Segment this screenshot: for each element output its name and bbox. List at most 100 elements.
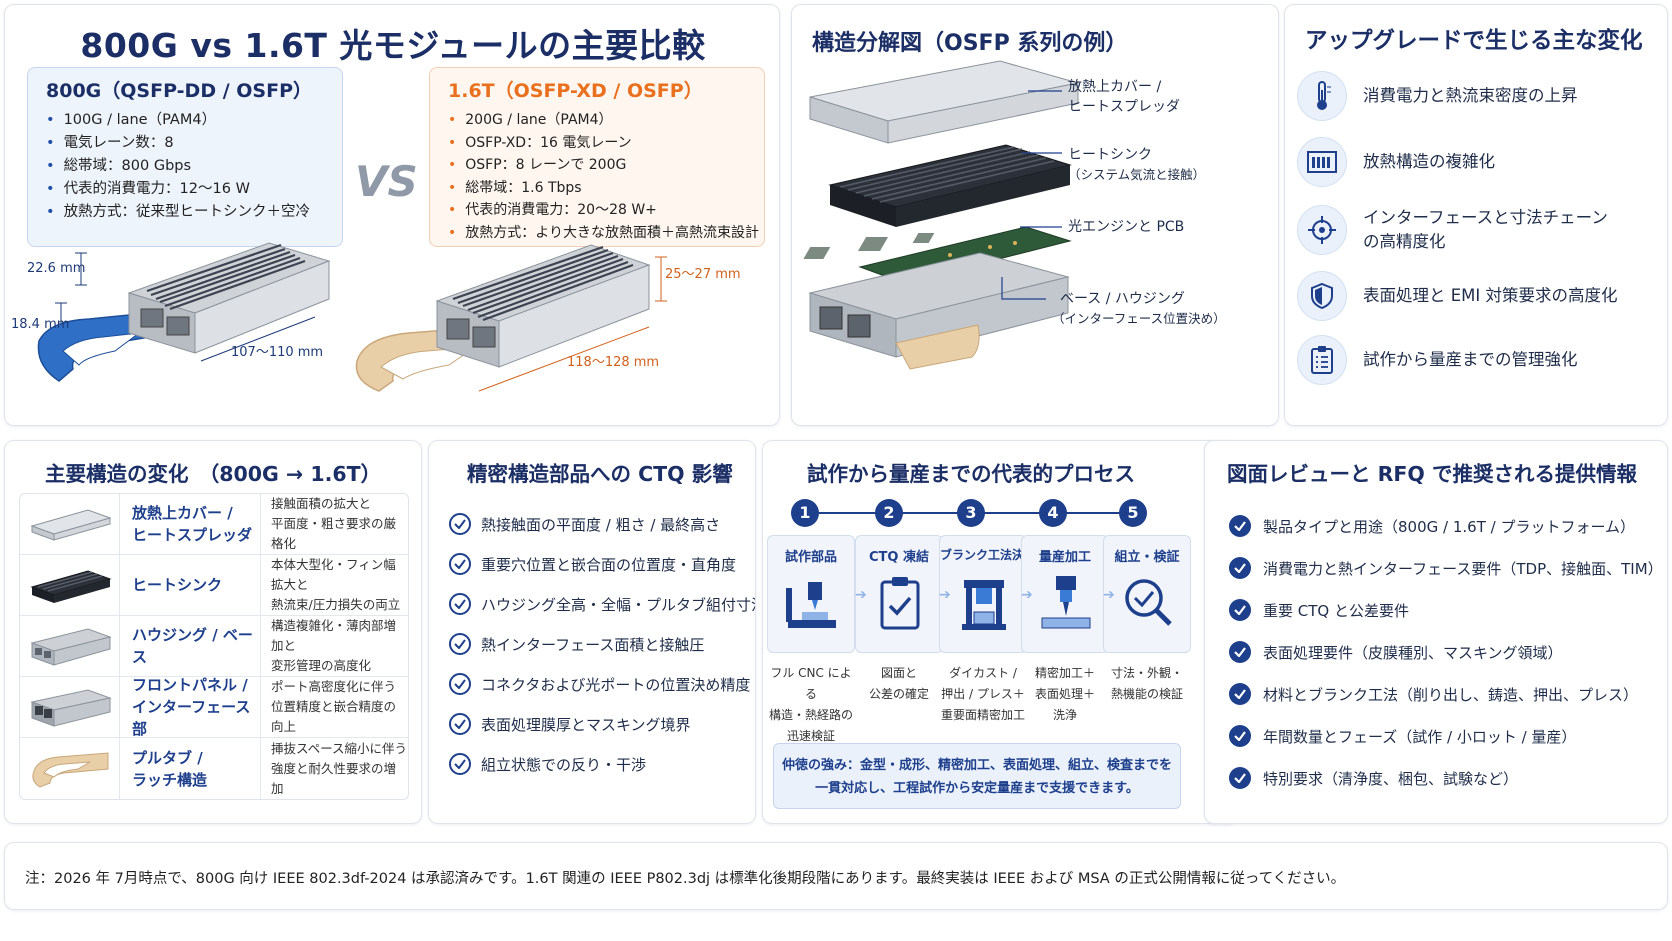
part-desc: 接触面積の拡大と平面度・粗さ要求の厳格化 xyxy=(260,494,408,554)
pull-tab-part-icon xyxy=(20,738,120,799)
part-name-line: ヒートスプレッダ xyxy=(132,526,253,544)
spec-item: 電気レーン数：8 xyxy=(46,132,324,155)
step-number: 1 xyxy=(791,499,819,527)
module-800g-illustration xyxy=(37,242,331,382)
list-item: 重要穴位置と嵌合面の位置度・直角度 xyxy=(449,553,736,575)
list-item: 年間数量とフェーズ（試作 / 小ロット / 量産） xyxy=(1229,725,1576,747)
spec-item: 放熱方式：より大きな放熱面積＋高熱流束設計 xyxy=(448,222,759,245)
rfq-text: 重要 CTQ と公差要件 xyxy=(1263,601,1409,620)
comparison-panel: 800G vs 1.6T 光モジュールの主要比較 800G（QSFP-DD / … xyxy=(4,4,780,426)
check-icon xyxy=(1229,515,1251,537)
check-icon xyxy=(449,593,471,615)
step-desc-line: 迅速検証 xyxy=(786,729,835,743)
callout-sub: （インターフェース位置決め） xyxy=(1052,311,1226,326)
spec-item: 代表的消費電力：12～16 W xyxy=(46,178,324,201)
change-text: 消費電力と熱流束密度の上昇 xyxy=(1363,86,1578,105)
step-number: 5 xyxy=(1119,499,1147,527)
part-desc: ポート高密度化に伴う位置精度と嵌合精度の向上 xyxy=(260,677,408,737)
check-icon xyxy=(449,673,471,695)
part-desc-line: 強度と耐久性要求の増加 xyxy=(271,760,397,796)
step-desc-line: 重要面精密加工 xyxy=(940,708,1025,722)
process-connector xyxy=(819,512,1139,514)
structure-table: 放熱上カバー / ヒートスプレッダ 接触面積の拡大と平面度・粗さ要求の厳格化 ヒー… xyxy=(19,493,409,800)
step-desc-line: 寸法・外観・ xyxy=(1110,666,1183,680)
rfq-title: 図面レビューと RFQ で推奨される提供情報 xyxy=(1227,462,1637,486)
list-item: コネクタおよび光ポートの位置決め精度 xyxy=(449,673,750,695)
part-desc: 本体大型化・フィン幅拡大と熱流束/圧力損失の両立 xyxy=(260,555,408,615)
ctq-text: 熱接触面の平面度 / 粗さ / 最終高さ xyxy=(481,515,721,534)
rfq-text: 表面処理要件（皮膜種別、マスキング領域） xyxy=(1263,643,1563,662)
dim-1-6t-height: 25～27 mm xyxy=(665,267,741,282)
table-row: ハウジング / ベース 構造複雑化・薄肉部増加と変形管理の高度化 xyxy=(20,616,408,677)
ctq-text: 熱インターフェース面積と接触圧 xyxy=(481,635,705,654)
part-name-line: フロントパネル / xyxy=(132,676,248,694)
step-label: 量産加工 xyxy=(1038,550,1091,565)
check-icon xyxy=(1229,641,1251,663)
part-desc: 構造複雑化・薄肉部増加と変形管理の高度化 xyxy=(260,616,408,676)
dim-1-6t-length: 118～128 mm xyxy=(567,355,660,370)
footnote: 注：2026 年 7月時点で、800G 向け IEEE 802.3df-2024… xyxy=(25,871,1346,887)
shield-icon xyxy=(1297,271,1347,321)
step-number: 3 xyxy=(957,499,985,527)
check-icon xyxy=(1229,557,1251,579)
change-text: 表面処理と EMI 対策要求の高度化 xyxy=(1363,286,1618,305)
step-desc-line: 構造・熱経路の xyxy=(768,708,853,722)
callout-base: ベース / ハウジング （インターフェース位置決め） xyxy=(1052,289,1226,329)
step-card: 量産加工 xyxy=(1021,535,1109,653)
step-card: ブランク工法決定 xyxy=(939,535,1036,653)
note-panel: 注：2026 年 7月時点で、800G 向け IEEE 802.3df-2024… xyxy=(4,842,1668,910)
spec-item: 200G / lane（PAM4） xyxy=(448,109,746,132)
part-desc-line: 位置精度と嵌合精度の向上 xyxy=(271,699,397,734)
step-desc-line: 図面と xyxy=(880,666,917,680)
part-name-line: ラッチ構造 xyxy=(132,770,208,789)
check-icon xyxy=(1229,599,1251,621)
rfq-text: 特別要求（清浄度、梱包、試験など） xyxy=(1263,769,1519,788)
part-desc-line: 本体大型化・フィン幅拡大と xyxy=(271,557,396,592)
change-item: インターフェースと寸法チェーン の高精度化 xyxy=(1297,201,1608,259)
step-label: 試作部品 xyxy=(784,550,837,565)
cover-part-icon xyxy=(20,494,120,554)
change-item: 放熱構造の複雑化 xyxy=(1297,133,1495,191)
part-desc-line: 挿抜スペース縮小に伴う xyxy=(271,740,408,756)
table-row: 放熱上カバー / ヒートスプレッダ 接触面積の拡大と平面度・粗さ要求の厳格化 xyxy=(20,494,408,555)
arrow-icon: ➔ xyxy=(855,587,867,603)
part-name: ヒートシンク xyxy=(132,576,223,594)
arrow-icon: ➔ xyxy=(939,587,951,603)
spec-item: OSFP：8 レーンで 200G xyxy=(448,154,746,177)
rfq-text: 消費電力と熱インターフェース要件（TDP、接触面、TIM） xyxy=(1263,559,1663,578)
list-item: 表面処理要件（皮膜種別、マスキング領域） xyxy=(1229,641,1563,663)
strength-line: 仲徳の強み：金型・成形、精密加工、表面処理、組立、検査までを xyxy=(781,758,1172,773)
step-card: 組立・検証 xyxy=(1103,535,1191,653)
step-desc: 図面と公差の確定 xyxy=(855,663,943,705)
table-row: フロントパネル /インターフェース部 ポート高密度化に伴う位置精度と嵌合精度の向… xyxy=(20,674,408,740)
part-name: ハウジング / ベース xyxy=(132,626,253,666)
part-name-line: 放熱上カバー / xyxy=(132,504,233,522)
check-icon xyxy=(449,553,471,575)
rfq-text: 年間数量とフェーズ（試作 / 小ロット / 量産） xyxy=(1263,727,1577,746)
rfq-text: 材料とブランク工法（削り出し、鋳造、押出、プレス） xyxy=(1263,685,1639,704)
step-desc: 寸法・外観・熱機能の検証 xyxy=(1103,663,1191,705)
part-desc-line: 熱流束/圧力損失の両立 xyxy=(271,597,401,612)
change-text: インターフェースと寸法チェーン の高精度化 xyxy=(1363,206,1608,254)
strength-line: 一貫対応し、工程試作から安定量産まで支援できます。 xyxy=(815,781,1139,796)
change-item: 消費電力と熱流束密度の上昇 xyxy=(1297,67,1578,125)
change-text-line: インターフェースと寸法チェーン xyxy=(1363,208,1608,227)
part-desc: 挿抜スペース縮小に伴う強度と耐久性要求の増加 xyxy=(260,738,408,799)
step-number: 2 xyxy=(875,499,903,527)
heatsink-part-icon xyxy=(20,555,120,615)
part-name: フロントパネル /インターフェース部 xyxy=(120,674,260,740)
strength-box: 仲徳の強み：金型・成形、精密加工、表面処理、組立、検査までを 一貫対応し、工程試… xyxy=(773,743,1181,809)
table-row: ヒートシンク 本体大型化・フィン幅拡大と熱流束/圧力損失の両立 xyxy=(20,555,408,616)
step-card: CTQ 凍結 xyxy=(855,535,943,653)
change-item: 試作から量産までの管理強化 xyxy=(1297,331,1578,389)
change-text-line: の高精度化 xyxy=(1363,232,1446,251)
ctq-text: 表面処理膜厚とマスキング境界 xyxy=(481,715,691,734)
exploded-title: 構造分解図（OSFP 系列の例） xyxy=(812,31,1128,56)
vs-label: VS xyxy=(355,157,418,206)
list-item: 製品タイプと用途（800G / 1.6T / プラットフォーム） xyxy=(1229,515,1635,537)
crosshair-icon xyxy=(1297,205,1347,255)
exploded-illustration xyxy=(803,60,1079,370)
callout-cover: 放熱上カバー / ヒートスプレッダ xyxy=(1068,77,1180,117)
ctq-text: 重要穴位置と嵌合面の位置度・直角度 xyxy=(481,555,737,574)
ctq-text: ハウジング全高・全幅・プルタブ組付寸法 xyxy=(481,595,756,614)
